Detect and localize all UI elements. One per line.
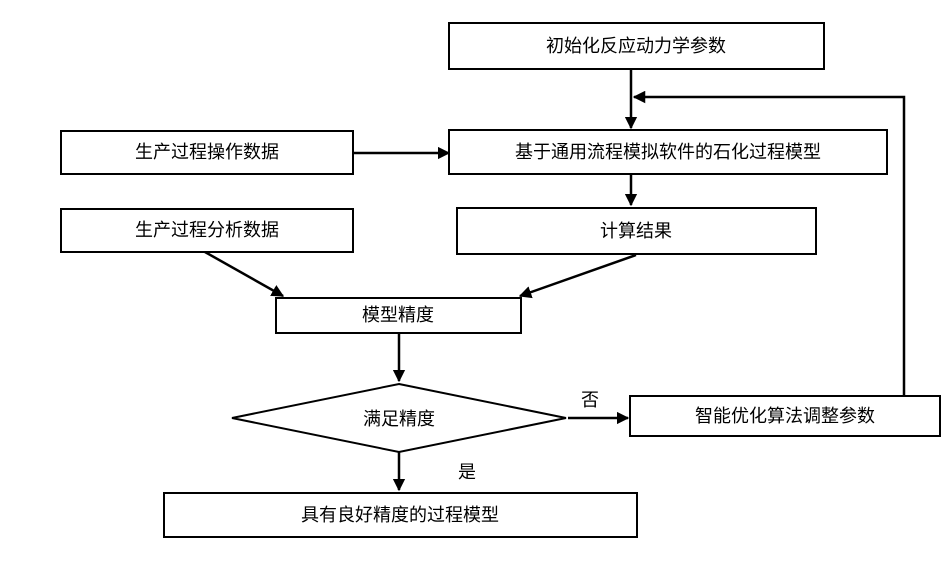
node-meets-accuracy-label: 满足精度 [363, 409, 435, 430]
node-final-model: 具有良好精度的过程模型 [163, 492, 638, 538]
node-operation-data: 生产过程操作数据 [60, 130, 354, 175]
node-optimize-label: 智能优化算法调整参数 [695, 406, 875, 427]
node-calc-result: 计算结果 [456, 207, 817, 255]
node-process-model-label: 基于通用流程模拟软件的石化过程模型 [515, 142, 821, 163]
node-model-accuracy-label: 模型精度 [362, 305, 434, 326]
node-model-accuracy: 模型精度 [275, 297, 522, 334]
node-init-params-label: 初始化反应动力学参数 [546, 36, 726, 57]
node-process-model: 基于通用流程模拟软件的石化过程模型 [448, 129, 888, 175]
node-operation-data-label: 生产过程操作数据 [135, 142, 279, 163]
node-analysis-data: 生产过程分析数据 [60, 208, 354, 253]
edge-optimize-to-model-loop [632, 90, 906, 395]
edge-label-no: 否 [581, 390, 599, 411]
node-meets-accuracy-decision: 满足精度 [231, 382, 567, 454]
edge-analysis-to-accuracy [204, 250, 285, 298]
edges [204, 70, 906, 492]
node-calc-result-label: 计算结果 [600, 221, 672, 242]
node-final-model-label: 具有良好精度的过程模型 [301, 505, 499, 526]
node-analysis-data-label: 生产过程分析数据 [135, 220, 279, 241]
edge-result-to-accuracy [518, 253, 637, 299]
node-optimize: 智能优化算法调整参数 [629, 395, 941, 437]
edge-label-yes: 是 [458, 462, 476, 483]
node-init-params: 初始化反应动力学参数 [448, 22, 825, 70]
